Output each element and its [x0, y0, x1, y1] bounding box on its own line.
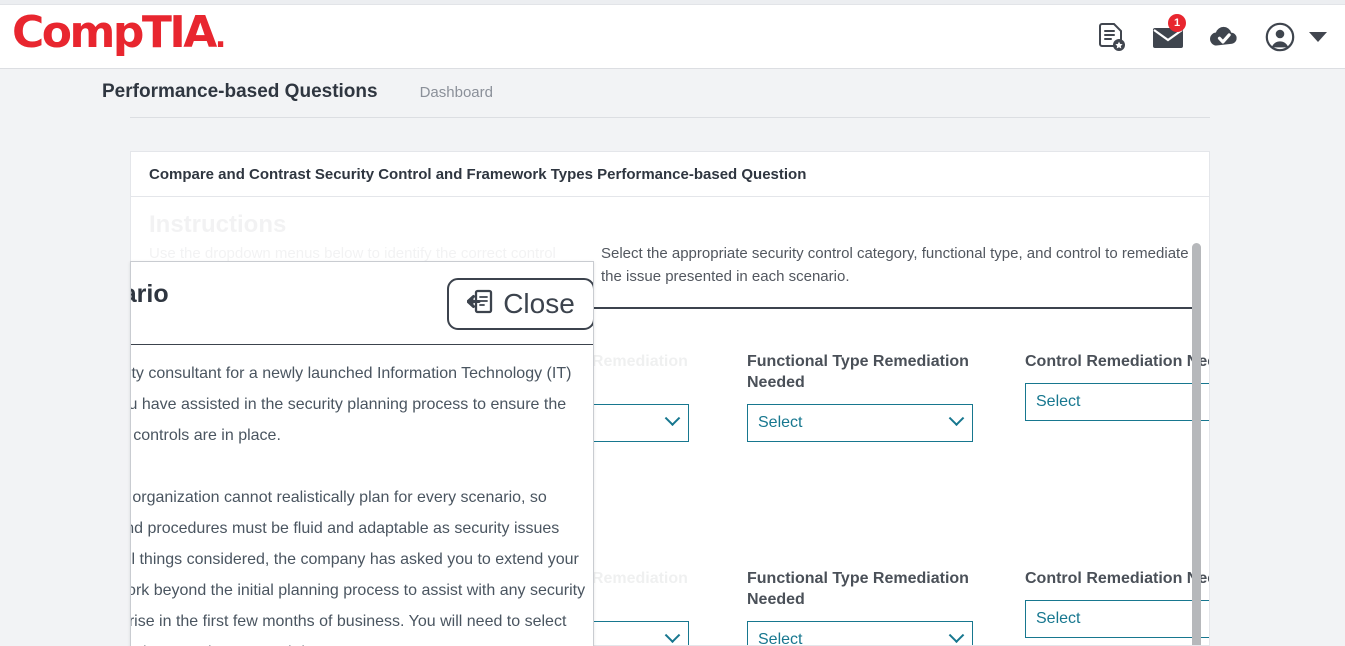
field-control-2: Control Remediation Needed Select: [1025, 569, 1209, 638]
exit-icon: [466, 288, 494, 320]
close-button[interactable]: Close: [447, 278, 593, 330]
select-functional-type-1-value: Select: [758, 413, 803, 431]
field-control-1: Control Remediation Needed Select: [1025, 352, 1209, 421]
card-scrollbar-thumb[interactable]: [1192, 243, 1201, 645]
page-body: Performance-based Questions Dashboard Co…: [0, 69, 1345, 646]
breadcrumb-link-dashboard[interactable]: Dashboard: [419, 84, 493, 101]
field-label-control-1: Control Remediation Needed: [1025, 353, 1209, 370]
field-label-functional-type-1: Functional Type Remediation Needed: [747, 353, 969, 391]
account-menu-caret-icon[interactable]: [1309, 32, 1327, 42]
scenario-divider: [131, 344, 593, 345]
page-title: Performance-based Questions: [102, 81, 378, 102]
chevron-down-icon: [948, 627, 965, 644]
select-control-1-value: Select: [1036, 392, 1081, 410]
chevron-down-icon: [948, 410, 965, 427]
mail-unread-badge: 1: [1168, 14, 1186, 32]
app-header: CompTIA. 1: [0, 5, 1345, 69]
comptia-logo-dot: .: [214, 20, 226, 55]
browser-top-strip: [0, 0, 1345, 5]
scenario-title: Scenario: [131, 280, 169, 308]
select-control-2-value: Select: [1036, 609, 1081, 627]
scenario-body-text: As the security consultant for a newly l…: [131, 365, 586, 646]
chevron-down-icon: [664, 627, 681, 644]
field-label-functional-type-2: Functional Type Remediation Needed: [747, 570, 969, 608]
comptia-logo[interactable]: CompTIA.: [12, 11, 226, 55]
instructions-title: Instructions: [149, 211, 287, 238]
select-functional-type-1[interactable]: Select: [747, 403, 973, 442]
account-avatar-icon[interactable]: [1263, 19, 1297, 55]
mail-icon[interactable]: 1: [1151, 14, 1186, 55]
card-divider: [147, 307, 1192, 309]
select-control-2[interactable]: Select: [1025, 599, 1209, 638]
select-control-1[interactable]: Select: [1025, 382, 1209, 421]
scenario-overlay-panel: Scenario Close As the security consultan…: [130, 261, 594, 646]
select-functional-type-2[interactable]: Select: [747, 620, 973, 646]
close-button-label: Close: [503, 288, 575, 319]
instructions-right-text: Select the appropriate security control …: [601, 245, 1189, 285]
comptia-logo-text: CompTIA: [12, 7, 217, 58]
chevron-down-icon: [664, 410, 681, 427]
field-functional-type-2: Functional Type Remediation Needed Selec…: [747, 569, 973, 646]
cloud-check-icon[interactable]: [1207, 19, 1241, 55]
pbq-card-heading: Compare and Contrast Security Control an…: [131, 152, 1209, 197]
breadcrumb: Performance-based Questions Dashboard: [102, 81, 1210, 118]
field-functional-type-1: Functional Type Remediation Needed Selec…: [747, 352, 973, 442]
card-scrollbar[interactable]: [1192, 243, 1201, 645]
field-label-control-2: Control Remediation Needed: [1025, 570, 1209, 587]
select-functional-type-2-value: Select: [758, 630, 803, 646]
document-star-icon[interactable]: [1095, 19, 1129, 55]
header-icon-group: 1: [1095, 14, 1327, 55]
